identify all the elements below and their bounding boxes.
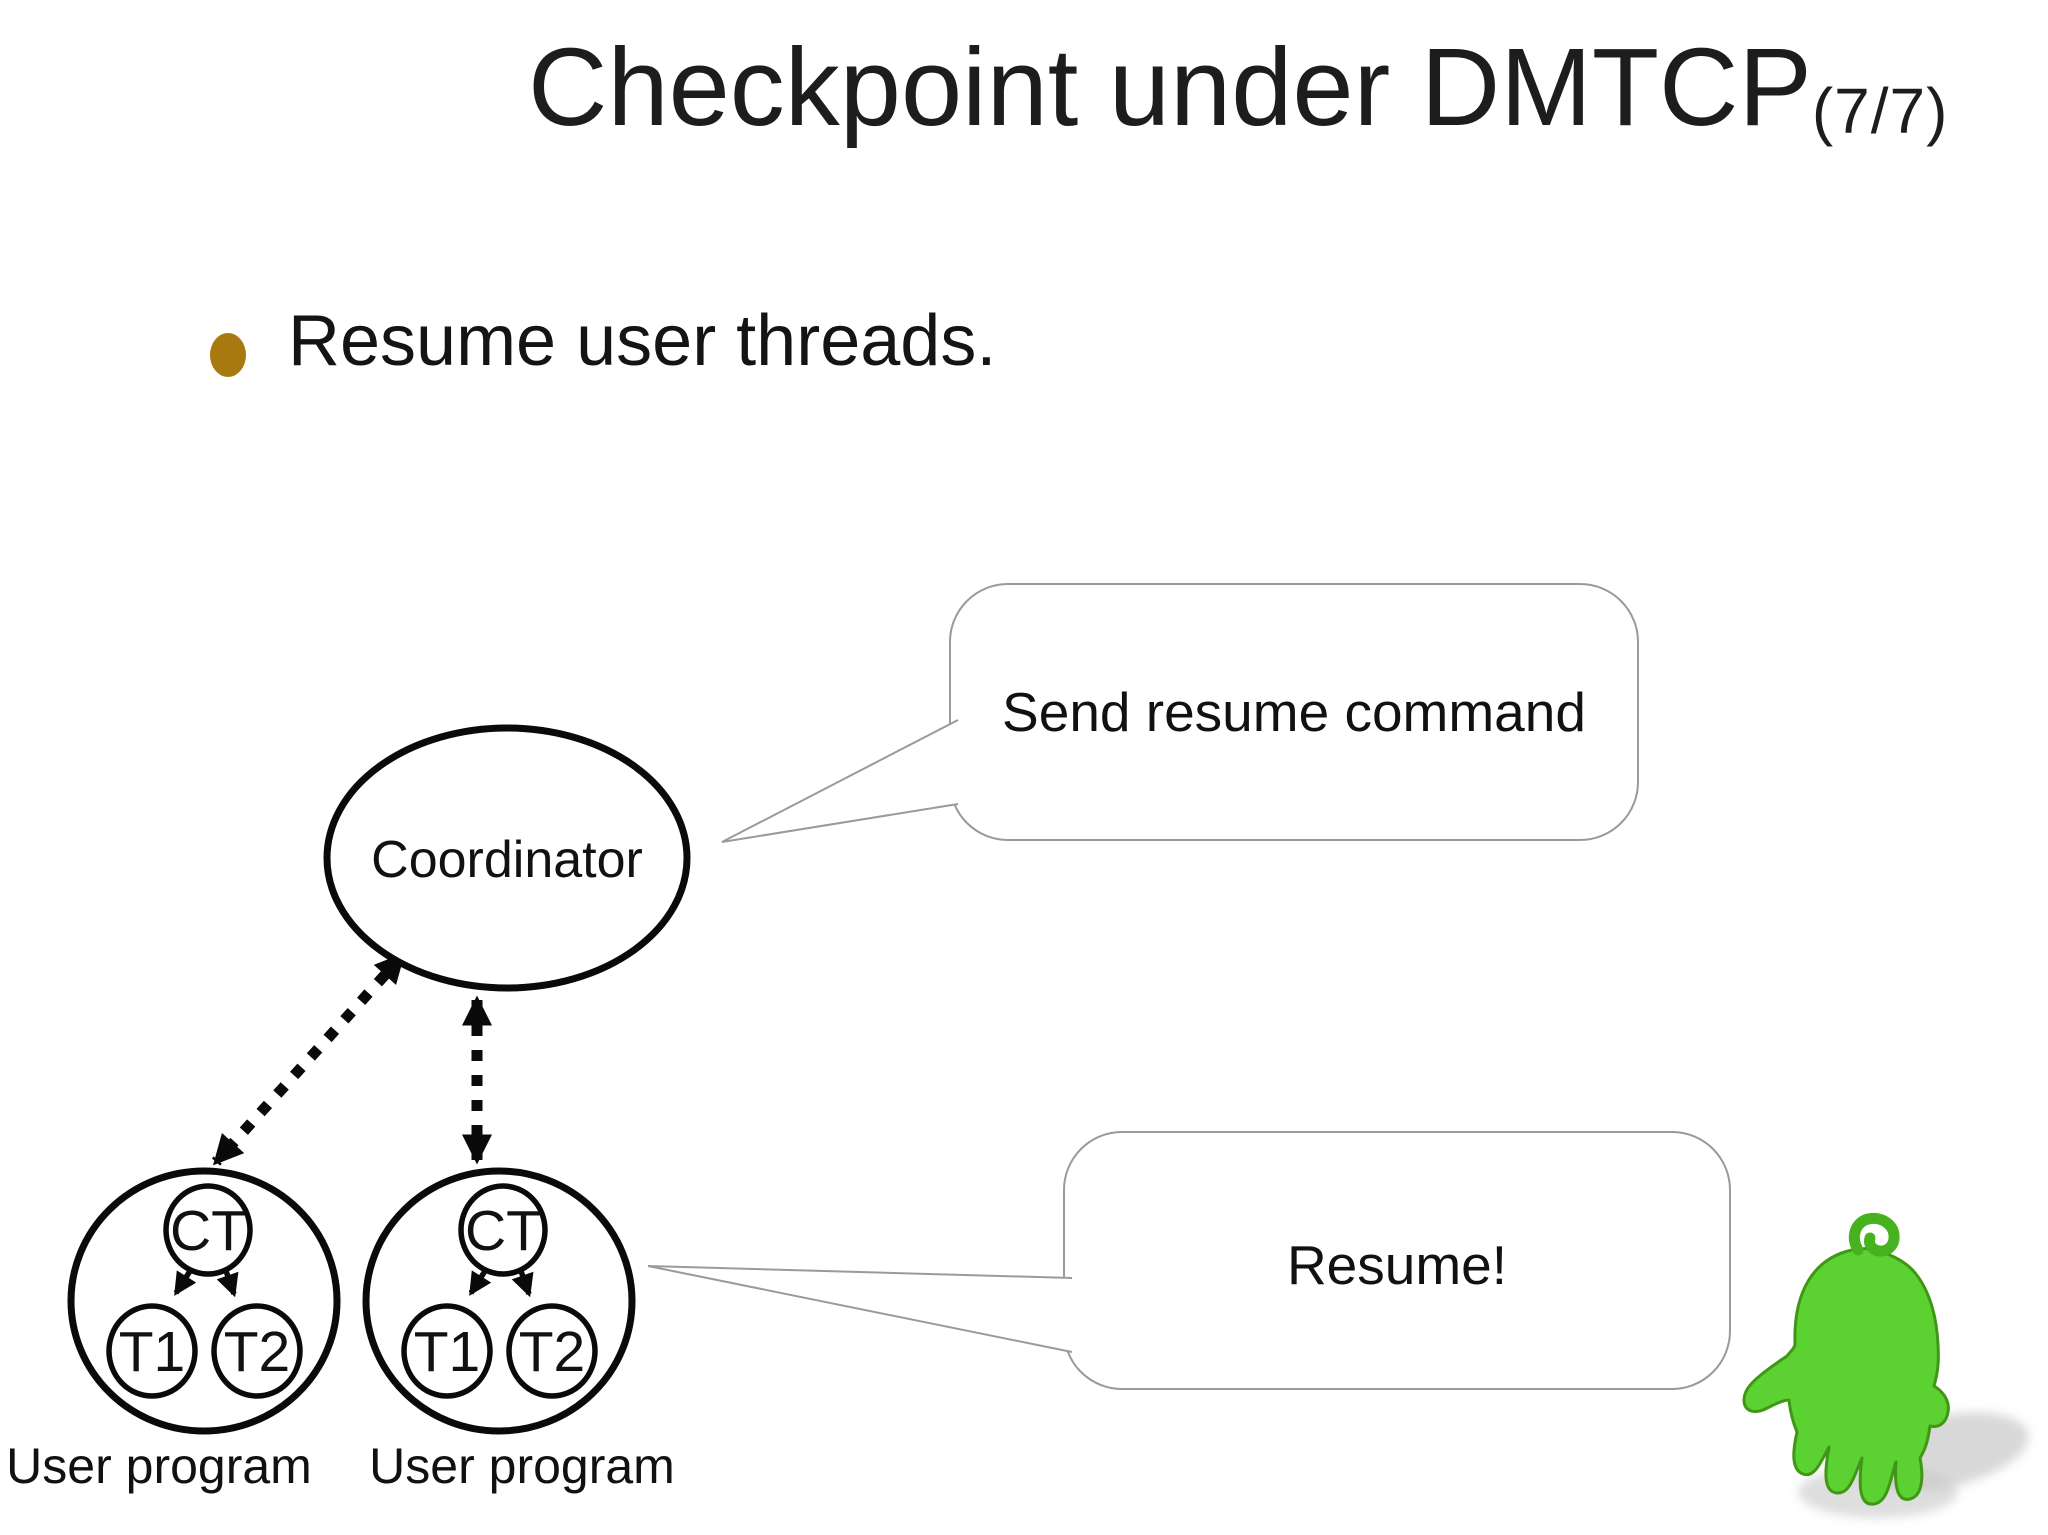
thread1-ellipse: [106, 1303, 198, 1399]
arrow-ct-t2: [216, 1270, 239, 1298]
speech-bubble-body: [949, 583, 1639, 841]
user-program-group-2: CT T1 T2 User program: [362, 1167, 675, 1494]
arrow-ct-t2: [511, 1270, 534, 1298]
coordinator-label: Coordinator: [371, 831, 643, 889]
checkpoint-thread-ellipse: [163, 1183, 253, 1277]
ct-label: CT: [465, 1199, 541, 1263]
thread2-ellipse: [506, 1303, 598, 1399]
speech-bubble-send-resume: Send resume command: [721, 583, 1639, 843]
slide-title: Checkpoint under DMTCP(7/7): [528, 22, 1948, 154]
speech-bubble-body: [1063, 1131, 1731, 1390]
coordinator-ellipse: [323, 724, 691, 992]
t2-label: T2: [224, 1320, 291, 1384]
user-program-label: User program: [6, 1438, 312, 1494]
speech-bubble-send-text: Send resume command: [1002, 681, 1586, 743]
t1-label: T1: [119, 1320, 186, 1384]
speech-bubble-resume-text: Resume!: [1287, 1234, 1507, 1296]
slide-title-page-indicator: (7/7): [1811, 75, 1949, 147]
slide-title-main: Checkpoint under DMTCP: [528, 26, 1812, 149]
t1-label: T1: [414, 1320, 481, 1384]
t2-label: T2: [519, 1320, 586, 1384]
bullet-dot-icon: [210, 333, 246, 377]
mascot-curl: [1848, 1212, 1900, 1257]
dmtcp-mascot-icon: [1742, 1212, 2029, 1518]
checkpoint-thread-ellipse: [458, 1183, 548, 1277]
coordinator-node: Coordinator: [323, 724, 691, 992]
arrow-ct-t1: [468, 1269, 492, 1296]
speech-bubble-resume: Resume!: [647, 1131, 1731, 1390]
thread1-ellipse: [401, 1303, 493, 1399]
user-program-label: User program: [369, 1438, 675, 1494]
dotted-arrow-coordinator-program1: [211, 952, 407, 1166]
user-program-group-1: CT T1 T2 User program: [6, 1167, 341, 1494]
thread2-ellipse: [211, 1303, 303, 1399]
arrow-ct-t1: [173, 1269, 197, 1296]
bullet-text: Resume user threads.: [288, 301, 997, 381]
ct-label: CT: [170, 1199, 246, 1263]
mascot-body: [1742, 1247, 1950, 1506]
bullet-row: Resume user threads.: [210, 296, 996, 386]
